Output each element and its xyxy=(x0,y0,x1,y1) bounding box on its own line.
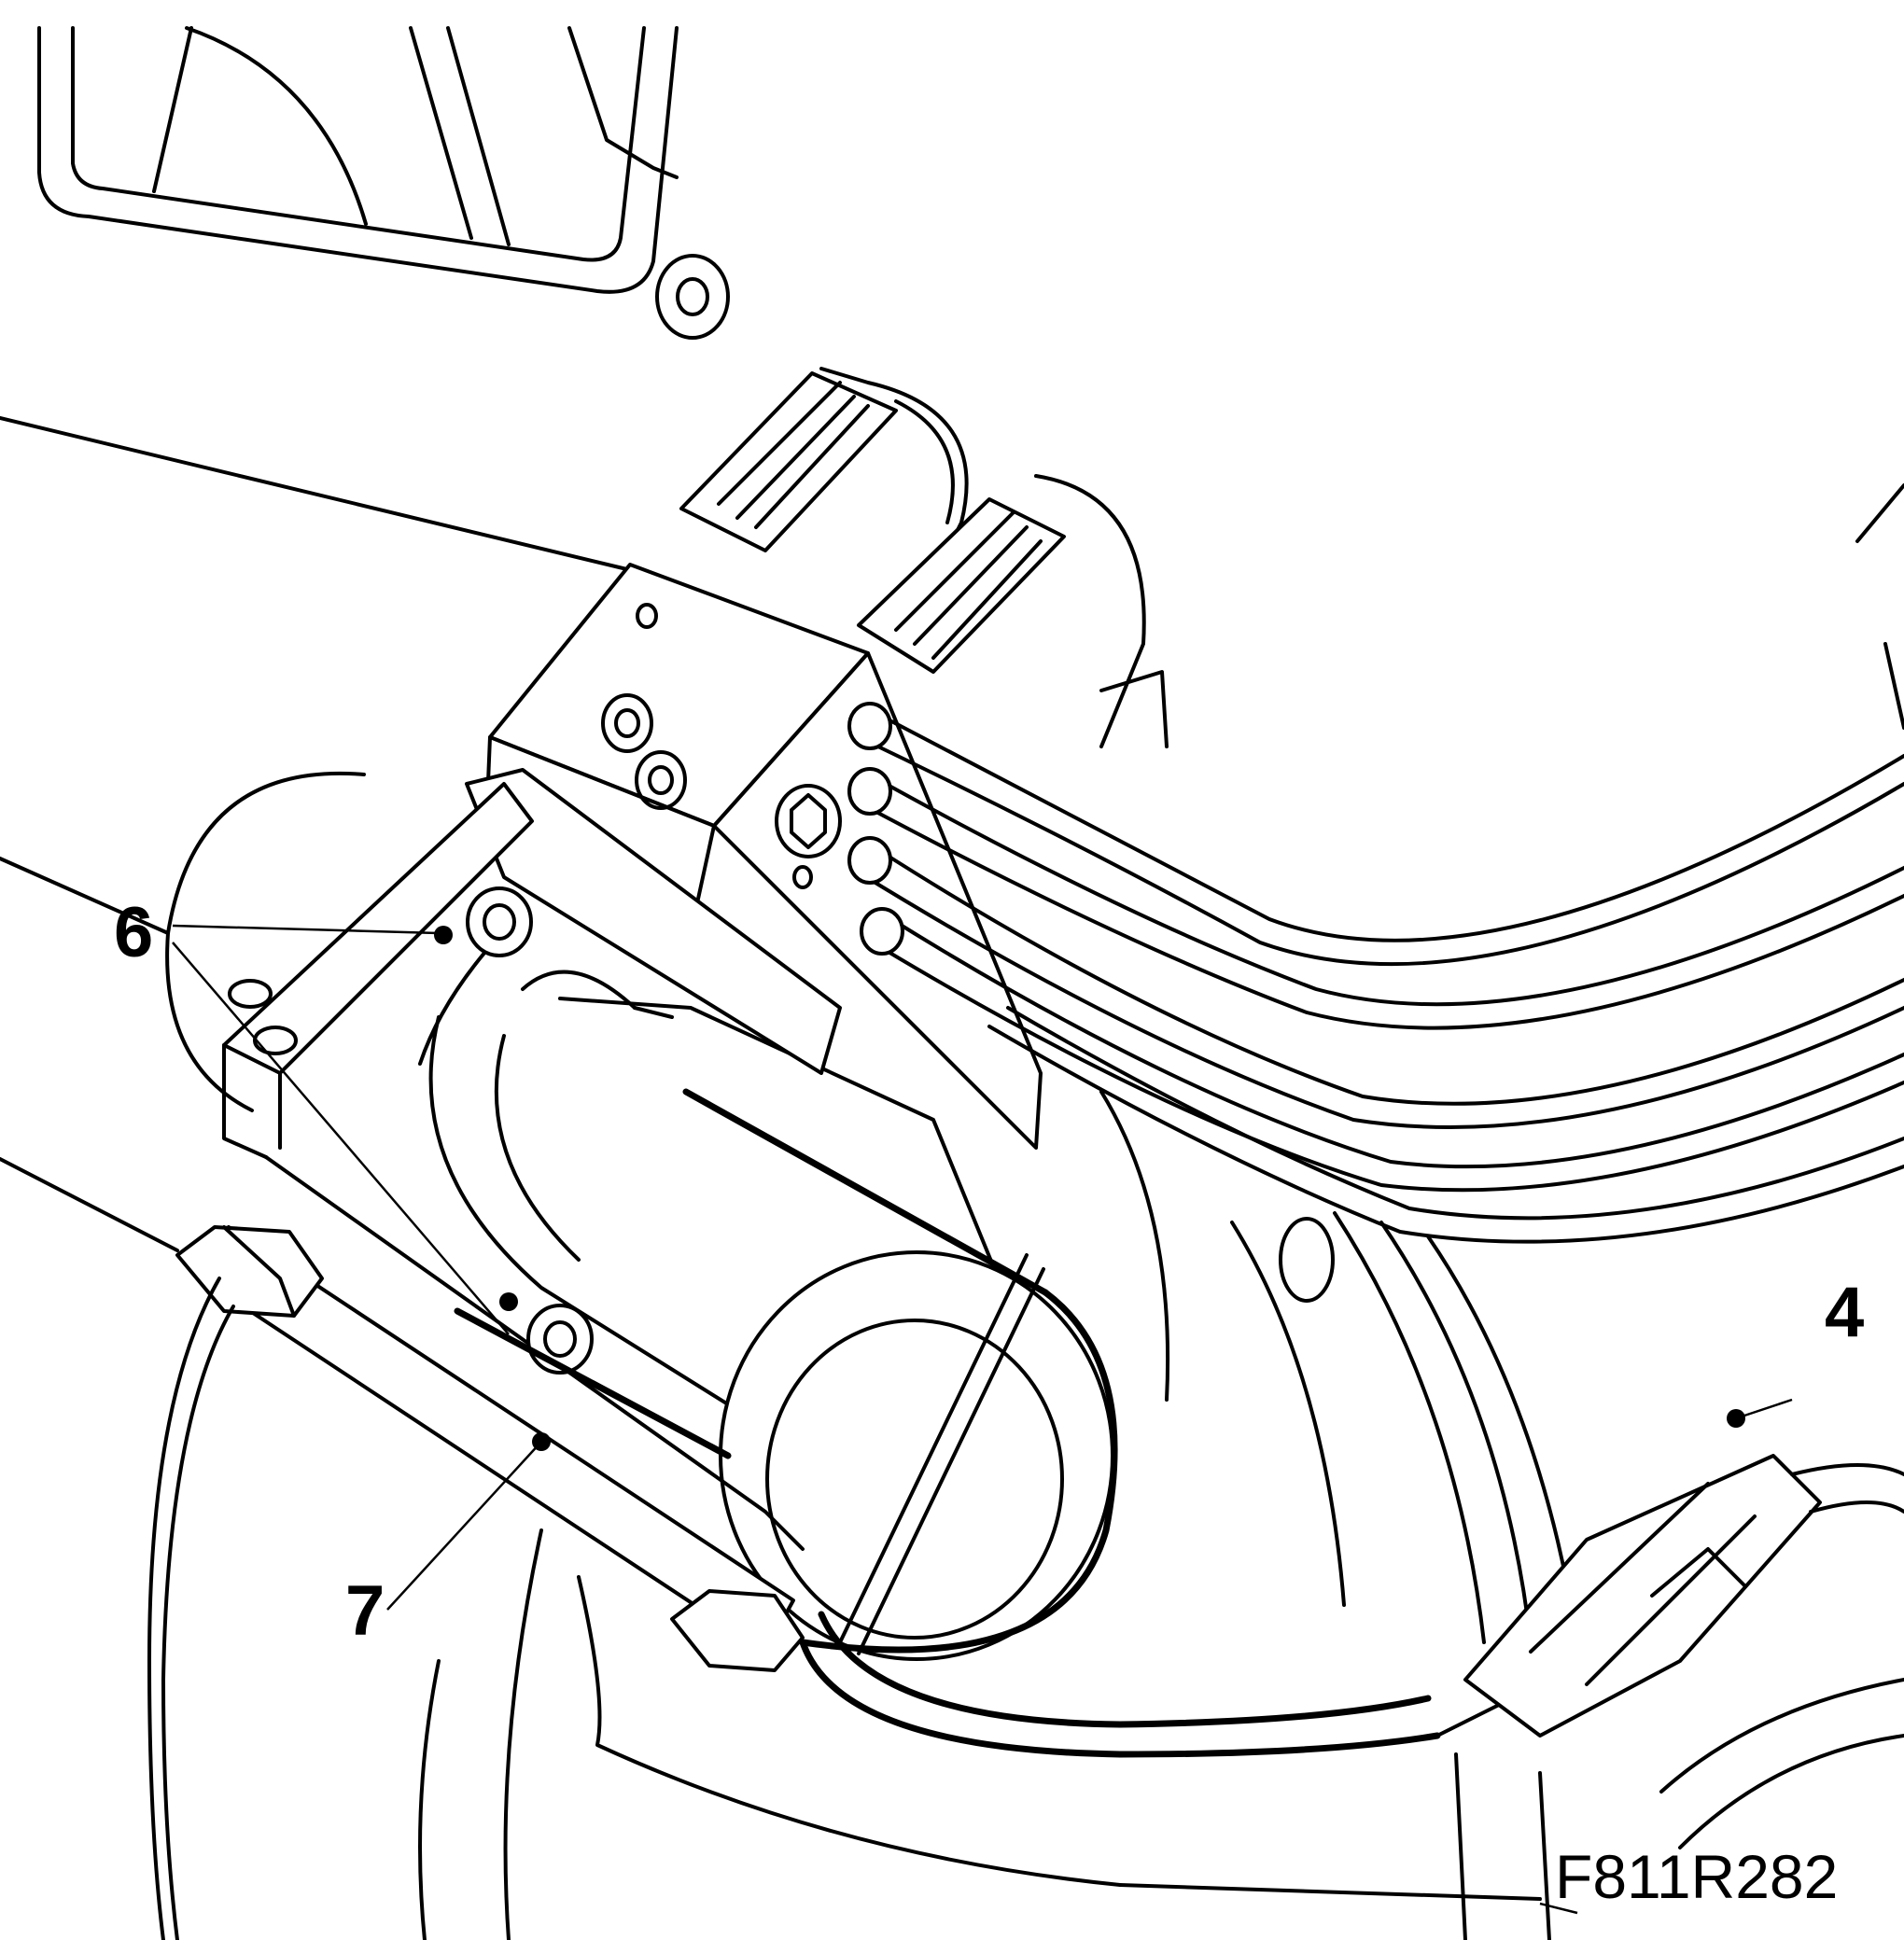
chassis xyxy=(147,483,1904,1940)
air-line xyxy=(987,1006,1904,1644)
figure-id: F811R282 xyxy=(1555,1842,1838,1911)
hex-nut xyxy=(670,1589,805,1672)
bracket-pin xyxy=(228,979,298,1055)
air-line xyxy=(857,847,1904,1129)
grommet xyxy=(655,254,730,340)
callout-6: 6 xyxy=(114,893,153,972)
pipe-fitting xyxy=(847,702,904,956)
leader-line xyxy=(172,924,1793,1915)
electrical-connector xyxy=(1463,1454,1904,1738)
solenoid-plug xyxy=(679,367,969,580)
mounting-bracket xyxy=(222,768,842,1551)
leader-dot xyxy=(434,926,1745,1451)
air-line xyxy=(857,712,1904,967)
crossmember xyxy=(1099,1090,1346,1607)
body-panel xyxy=(37,26,679,294)
air-line xyxy=(857,777,1904,1030)
air-line xyxy=(871,917,1904,1193)
hex-nut xyxy=(175,1225,324,1318)
solenoid-plug xyxy=(857,474,1169,748)
compressor-motor xyxy=(165,771,1019,1430)
callout-7: 7 xyxy=(345,1571,385,1651)
bolt-upper xyxy=(466,886,533,957)
frame-rail xyxy=(0,416,637,1252)
callout-4: 4 xyxy=(1825,1273,1864,1352)
compressor-end-cap xyxy=(719,1250,1114,1661)
